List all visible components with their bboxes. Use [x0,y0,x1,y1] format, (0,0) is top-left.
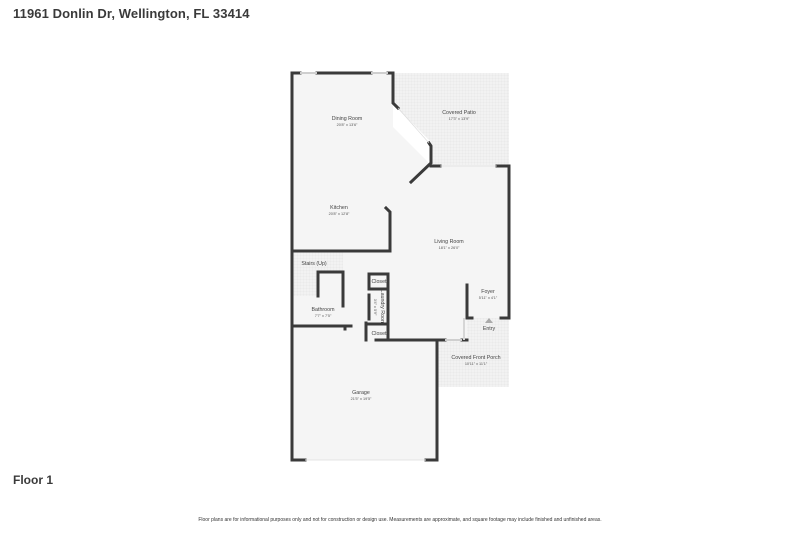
bathroom-dims: 7'7" x 7'5" [315,314,332,318]
closet-2-label: Closet [371,331,387,337]
living-room-label: Living Room [434,239,464,245]
disclaimer-text: Floor plans are for informational purpos… [198,517,602,523]
covered-patio-dims: 17'3" x 13'9" [449,117,470,121]
foyer-dims: 5'11" x 4'1" [479,296,498,300]
dining-room-label: Dining Room [332,116,363,122]
property-address: 11961 Donlin Dr, Wellington, FL 33414 [13,6,250,21]
bathroom-label: Bathroom [312,307,336,313]
windows [300,72,497,461]
dining-room-dims: 20'8" x 13'6" [337,123,358,127]
covered-patio-area [393,73,509,165]
covered-patio-label: Covered Patio [442,110,476,116]
foyer-label: Foyer [481,289,495,295]
laundry-room-dims: 3'4" x 5'9" [373,299,377,316]
walls [290,71,511,462]
floor-label: Floor 1 [13,473,54,487]
closet-1-label: Closet [371,279,387,285]
laundry-room-label: Laundry Room [379,290,385,325]
living-room-dims: 18'1" x 26'0" [439,246,460,250]
covered-front-porch-area [437,318,509,387]
floor-fills [292,73,509,460]
entry-arrow-icon [485,318,493,323]
garage-dims: 21'5" x 19'5" [351,397,372,401]
garage-label: Garage [352,390,370,396]
covered-front-porch-label: Covered Front Porch [451,355,500,361]
entry-label: Entry [483,326,496,332]
stairs-label: Stairs (Up) [301,261,327,267]
covered-front-porch-dims: 10'11" x 11'1" [465,362,488,366]
kitchen-dims: 20'8" x 12'8" [329,212,350,216]
room-labels: Dining Room 20'8" x 13'6" Covered Patio … [301,110,500,401]
kitchen-label: Kitchen [330,205,348,211]
